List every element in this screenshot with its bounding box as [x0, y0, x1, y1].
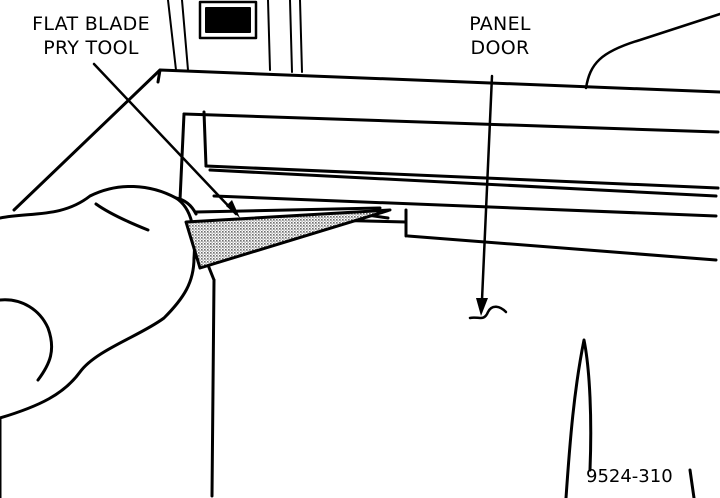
- leader-line-pry-tool: [92, 62, 238, 216]
- callout-panel-door-line1: PANEL: [469, 13, 531, 35]
- callout-flat-blade-pry-tool-line2: PRY TOOL: [43, 37, 139, 59]
- lower-right-contour: [564, 338, 593, 498]
- pry-tool-blade: [184, 208, 392, 270]
- callout-flat-blade-pry-tool-line1: FLAT BLADE: [32, 13, 150, 35]
- callout-panel-door-line2: DOOR: [470, 37, 530, 59]
- leader-line-panel-door: [468, 74, 508, 320]
- callout-flat-blade-pry-tool: FLAT BLADE PRY TOOL: [6, 12, 176, 60]
- hand-outline: [0, 185, 198, 498]
- background-contour: [584, 12, 720, 90]
- door-top-rail: [12, 68, 720, 218]
- panel-door: [194, 206, 718, 498]
- figure-number: 9524-310: [586, 466, 673, 487]
- callout-panel-door: PANEL DOOR: [420, 12, 580, 60]
- window-frame-background: [167, 0, 303, 73]
